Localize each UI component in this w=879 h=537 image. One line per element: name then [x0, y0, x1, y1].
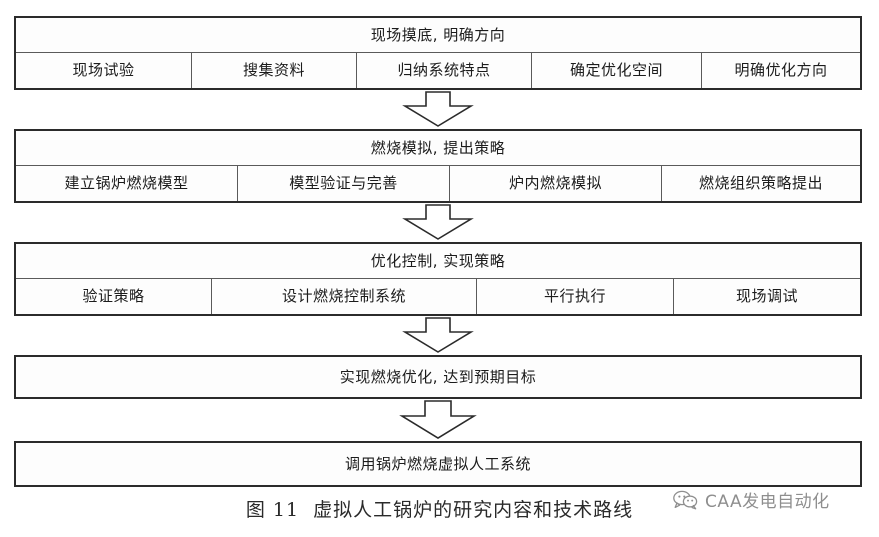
stage-2-step-2-label: 模型验证与完善: [289, 174, 398, 192]
watermark: CAA发电自动化: [672, 487, 830, 512]
figure-caption: 图 11 虚拟人工锅炉的研究内容和技术路线: [0, 495, 879, 522]
down-block-arrow-icon: [402, 317, 474, 353]
figure-caption-text: 虚拟人工锅炉的研究内容和技术路线: [313, 499, 634, 521]
stage-2-step-3-label: 炉内燃烧模拟: [508, 174, 602, 192]
outcome-block: 实现燃烧优化, 达到预期目标: [14, 355, 862, 399]
stage-2-step-4: 燃烧组织策略提出: [662, 166, 860, 201]
stage-block-3: 优化控制, 实现策略 验证策略 设计燃烧控制系统 平行执行 现场调试: [14, 242, 862, 316]
stage-2-title-band: 燃烧模拟, 提出策略: [16, 131, 860, 166]
stage-3-step-1: 验证策略: [16, 279, 212, 314]
stage-block-2: 燃烧模拟, 提出策略 建立锅炉燃烧模型 模型验证与完善 炉内燃烧模拟 燃烧组织策…: [14, 129, 862, 203]
stage-1-step-5: 明确优化方向: [702, 53, 860, 88]
stage-1-step-4-label: 确定优化空间: [569, 61, 663, 79]
stage-3-step-2: 设计燃烧控制系统: [212, 279, 477, 314]
down-block-arrow-icon: [402, 204, 474, 240]
stage-2-step-1-label: 建立锅炉燃烧模型: [64, 174, 189, 192]
stage-1-step-2-label: 搜集资料: [242, 61, 305, 79]
stage-1-step-1-label: 现场试验: [72, 61, 135, 79]
wechat-bubbles-icon: [672, 489, 698, 511]
stage-block-1: 现场摸底, 明确方向 现场试验 搜集资料 归纳系统特点 确定优化空间 明确优化方…: [14, 16, 862, 90]
stage-3-title-band: 优化控制, 实现策略: [16, 244, 860, 279]
stage-1-step-row: 现场试验 搜集资料 归纳系统特点 确定优化空间 明确优化方向: [16, 53, 860, 88]
stage-1-step-5-label: 明确优化方向: [734, 61, 828, 79]
stage-2-title: 燃烧模拟, 提出策略: [370, 138, 506, 157]
stage-1-step-1: 现场试验: [16, 53, 192, 88]
stage-2-step-3: 炉内燃烧模拟: [450, 166, 662, 201]
outcome-label: 实现燃烧优化, 达到预期目标: [339, 367, 537, 386]
final-block: 调用锅炉燃烧虚拟人工系统: [14, 441, 862, 487]
final-label: 调用锅炉燃烧虚拟人工系统: [344, 454, 531, 473]
connector-3: [14, 316, 862, 355]
stage-3-step-1-label: 验证策略: [82, 287, 145, 305]
stage-3-title: 优化控制, 实现策略: [370, 251, 506, 270]
stage-1-step-2: 搜集资料: [192, 53, 357, 88]
connector-4: [14, 399, 862, 441]
stage-2-step-4-label: 燃烧组织策略提出: [698, 174, 823, 192]
down-block-arrow-icon: [402, 91, 474, 127]
stage-3-step-4-label: 现场调试: [735, 287, 798, 305]
stage-3-step-3: 平行执行: [477, 279, 674, 314]
stage-2-step-1: 建立锅炉燃烧模型: [16, 166, 238, 201]
connector-2: [14, 203, 862, 242]
flowchart-diagram: 现场摸底, 明确方向 现场试验 搜集资料 归纳系统特点 确定优化空间 明确优化方…: [14, 16, 862, 487]
connector-1: [14, 90, 862, 129]
stage-2-step-2: 模型验证与完善: [238, 166, 450, 201]
stage-2-step-row: 建立锅炉燃烧模型 模型验证与完善 炉内燃烧模拟 燃烧组织策略提出: [16, 166, 860, 201]
watermark-text: CAA发电自动化: [705, 492, 830, 512]
stage-3-step-3-label: 平行执行: [543, 287, 606, 305]
stage-1-title-band: 现场摸底, 明确方向: [16, 18, 860, 53]
stage-3-step-2-label: 设计燃烧控制系统: [281, 287, 406, 305]
stage-1-step-4: 确定优化空间: [532, 53, 702, 88]
figure-number: 图 11: [245, 499, 300, 521]
stage-1-title: 现场摸底, 明确方向: [370, 25, 506, 44]
stage-1-step-3-label: 归纳系统特点: [397, 61, 491, 79]
stage-1-step-3: 归纳系统特点: [357, 53, 532, 88]
stage-3-step-row: 验证策略 设计燃烧控制系统 平行执行 现场调试: [16, 279, 860, 314]
down-block-arrow-icon: [399, 400, 477, 439]
stage-3-step-4: 现场调试: [674, 279, 860, 314]
